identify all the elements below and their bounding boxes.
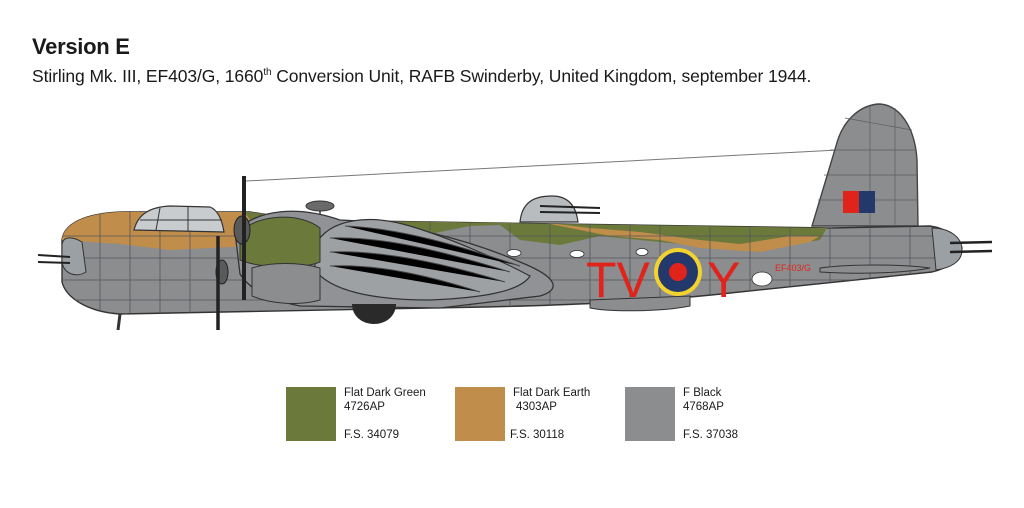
swatch-f-black bbox=[625, 387, 675, 441]
color-code: 4768AP bbox=[683, 401, 724, 413]
color-name: Flat Dark Earth bbox=[513, 387, 591, 399]
serial-number: EF403/G bbox=[775, 263, 811, 273]
legend-label-grey: F Black 4768AP bbox=[683, 385, 724, 413]
color-name: Flat Dark Green bbox=[344, 387, 426, 399]
color-code: 4303AP bbox=[516, 401, 557, 413]
legend-label-earth: Flat Dark Earth 4303AP bbox=[513, 385, 590, 413]
ordinal-suffix: th bbox=[263, 67, 272, 78]
roundel bbox=[654, 248, 702, 296]
tail-turret bbox=[931, 227, 993, 271]
aircraft-letter-code: Y bbox=[707, 252, 740, 308]
pitot-probe bbox=[116, 313, 122, 331]
description-text: Stirling Mk. III, EF403/G, 1660 bbox=[32, 66, 264, 86]
fin-flash-red bbox=[843, 191, 859, 213]
dorsal-turret bbox=[519, 195, 601, 223]
fs-code-grey: F.S. 37038 bbox=[683, 429, 738, 441]
fs-code-earth: F.S. 30118 bbox=[510, 429, 565, 441]
aerial-wire bbox=[245, 149, 839, 182]
propeller bbox=[215, 176, 251, 330]
color-name: F Black bbox=[683, 387, 722, 399]
color-code: 4726AP bbox=[344, 401, 385, 413]
engine-nacelle bbox=[234, 210, 554, 309]
aircraft-description: Stirling Mk. III, EF403/G, 1660th Conver… bbox=[32, 66, 811, 87]
legend-label-green: Flat Dark Green 4726AP bbox=[344, 385, 426, 413]
description-text-end: Conversion Unit, RAFB Swinderby, United … bbox=[271, 66, 812, 86]
fs-code-green: F.S. 34079 bbox=[344, 429, 399, 441]
ventral-fairing bbox=[589, 295, 691, 312]
nose-turret bbox=[37, 237, 87, 276]
swatch-flat-dark-green bbox=[286, 387, 336, 441]
cockpit-canopy bbox=[133, 205, 225, 233]
main-wheel bbox=[352, 304, 396, 324]
swatch-flat-dark-earth bbox=[455, 387, 505, 441]
tailplane bbox=[819, 264, 931, 274]
version-title: Version E bbox=[32, 34, 130, 59]
tail-fin bbox=[811, 103, 919, 227]
fuselage-windows bbox=[506, 248, 773, 287]
stirling-bomber-profile: TV Y EF403/G bbox=[37, 103, 993, 331]
